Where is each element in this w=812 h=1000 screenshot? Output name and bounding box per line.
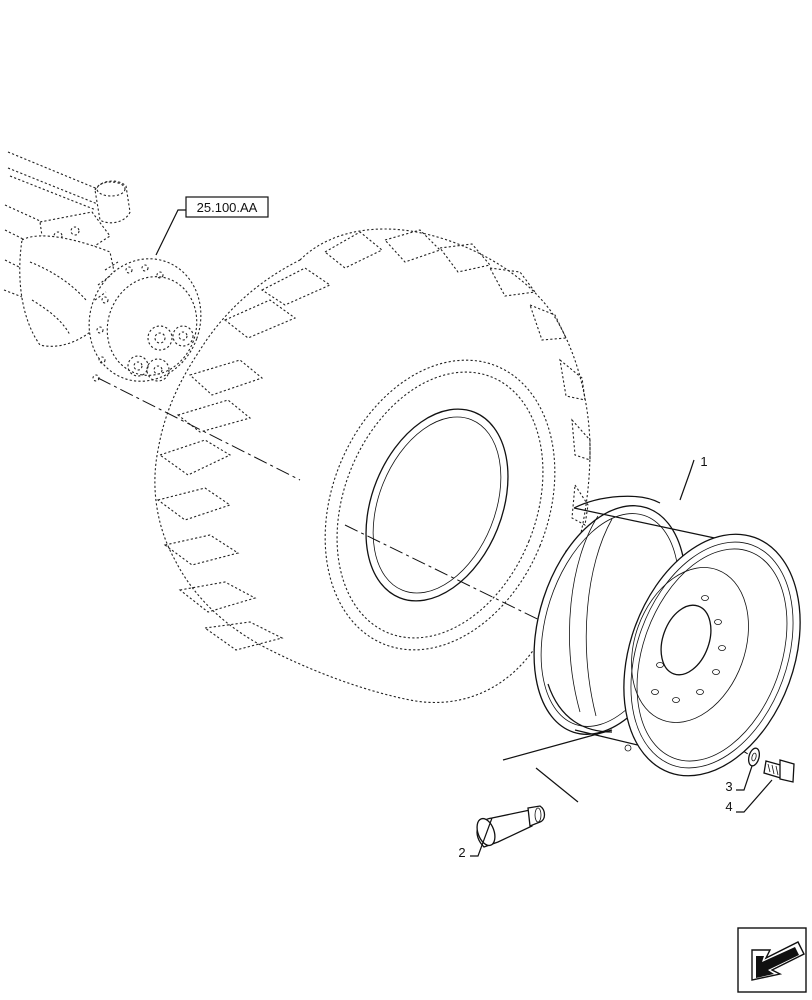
reference-callout[interactable]: 25.100.AA: [155, 196, 269, 256]
callout-4-leader: [736, 779, 773, 813]
callout-3-number: 3: [725, 779, 732, 794]
callout-3-leader: [736, 765, 753, 791]
navigate-back-arrow-icon[interactable]: [737, 927, 807, 993]
callout-4-number: 4: [725, 799, 732, 814]
callout-1-leader: [679, 459, 695, 501]
tire-valve[interactable]: [474, 729, 613, 848]
tire: [154, 228, 591, 704]
valve-axis-lower: [535, 767, 579, 803]
wheel-washer[interactable]: [747, 747, 761, 767]
callout-4[interactable]: 4: [725, 779, 773, 814]
reference-leader-line: [155, 209, 186, 256]
axle-hub-assembly: [3, 151, 202, 382]
callout-2[interactable]: 2: [458, 817, 493, 860]
valve-axis-upper: [502, 729, 613, 761]
center-axis-upper: [97, 377, 301, 481]
callout-3[interactable]: 3: [725, 765, 753, 794]
wheel-bolt[interactable]: [763, 759, 795, 783]
callout-2-number: 2: [458, 845, 465, 860]
callout-1-number: 1: [700, 454, 707, 469]
callout-1[interactable]: 1: [679, 454, 708, 501]
callout-2-leader: [470, 817, 493, 857]
wheel-rim[interactable]: [507, 486, 812, 800]
center-axis-mid: [344, 524, 561, 631]
reference-label-box: [185, 196, 269, 218]
reference-label: 25.100.AA: [197, 200, 258, 215]
